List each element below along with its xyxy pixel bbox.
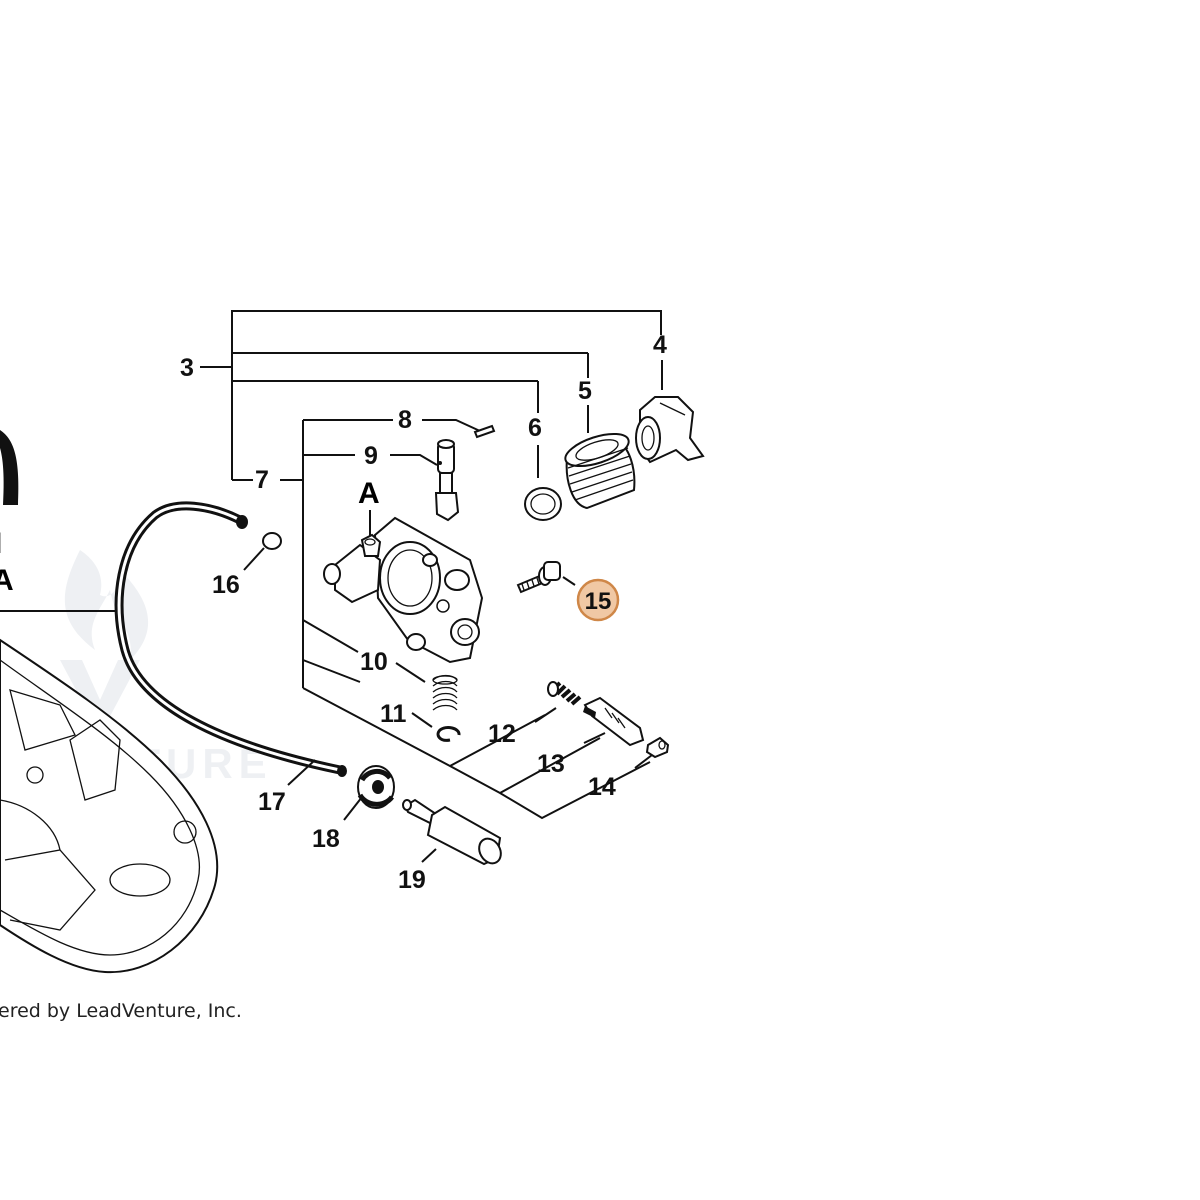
callout-4[interactable]: 4 <box>653 331 667 359</box>
housing-handle-fragment <box>0 430 19 505</box>
housing-rib-a <box>9 689 76 751</box>
callout-13[interactable]: 13 <box>537 750 565 778</box>
housing-rib-c <box>4 849 96 931</box>
callout-8[interactable]: 8 <box>398 406 412 434</box>
part-16-o-ring <box>262 532 282 550</box>
part-8-pin <box>473 424 496 439</box>
housing-small-hole <box>26 766 44 784</box>
part-6-ring <box>524 487 562 521</box>
housing <box>0 430 219 974</box>
housing-channel <box>0 799 61 851</box>
part-17-oil-hose <box>114 501 347 777</box>
callout-6[interactable]: 6 <box>528 414 542 442</box>
part-14-cap <box>645 736 670 759</box>
callout-11[interactable]: 11 <box>380 700 407 728</box>
callout-18[interactable]: 18 <box>312 825 340 853</box>
callout-5[interactable]: 5 <box>578 377 592 405</box>
part-15-screw <box>516 561 561 594</box>
left-letter-upper: I <box>0 527 2 560</box>
part-7-oil-pump <box>323 516 484 664</box>
part-19-pickup <box>402 798 502 866</box>
view-marker-a: A <box>358 477 380 510</box>
callout-15-highlight[interactable]: 15 <box>576 578 620 622</box>
credit-text: ered by LeadVenture, Inc. <box>0 1000 242 1022</box>
leaders <box>243 360 663 863</box>
callout-12[interactable]: 12 <box>488 720 516 748</box>
group-brackets <box>200 310 662 820</box>
callout-15-badge[interactable] <box>576 578 620 622</box>
housing-rib-b <box>69 719 121 801</box>
callout-15[interactable]: 15 <box>585 588 612 615</box>
housing-body <box>0 638 219 974</box>
part-13-piston <box>583 696 645 747</box>
callout-14[interactable]: 14 <box>588 773 616 801</box>
callout-19[interactable]: 19 <box>398 866 426 894</box>
housing-slot <box>109 863 171 897</box>
callout-17[interactable]: 17 <box>258 788 286 816</box>
part-5-threaded-sleeve <box>564 432 636 510</box>
housing-bolt-hole <box>173 820 197 844</box>
housing-inner-rim <box>0 659 200 956</box>
part-10-spring <box>432 674 458 712</box>
watermark-flame-icon <box>64 550 149 660</box>
callout-10[interactable]: 10 <box>360 648 388 676</box>
part-12-spring <box>547 681 582 706</box>
part-9-valve <box>434 439 460 522</box>
left-letter-lower: A <box>0 564 14 597</box>
callout-9[interactable]: 9 <box>364 442 378 470</box>
callout-7[interactable]: 7 <box>255 466 269 494</box>
part-4-fitting <box>635 396 705 464</box>
watermark-v-icon <box>60 660 140 735</box>
bracket-3-to-4 <box>231 310 662 480</box>
callout-16[interactable]: 16 <box>212 571 240 599</box>
part-18-grommet <box>357 765 395 809</box>
callout-3[interactable]: 3 <box>180 354 194 382</box>
part-11-circlip <box>436 726 461 742</box>
